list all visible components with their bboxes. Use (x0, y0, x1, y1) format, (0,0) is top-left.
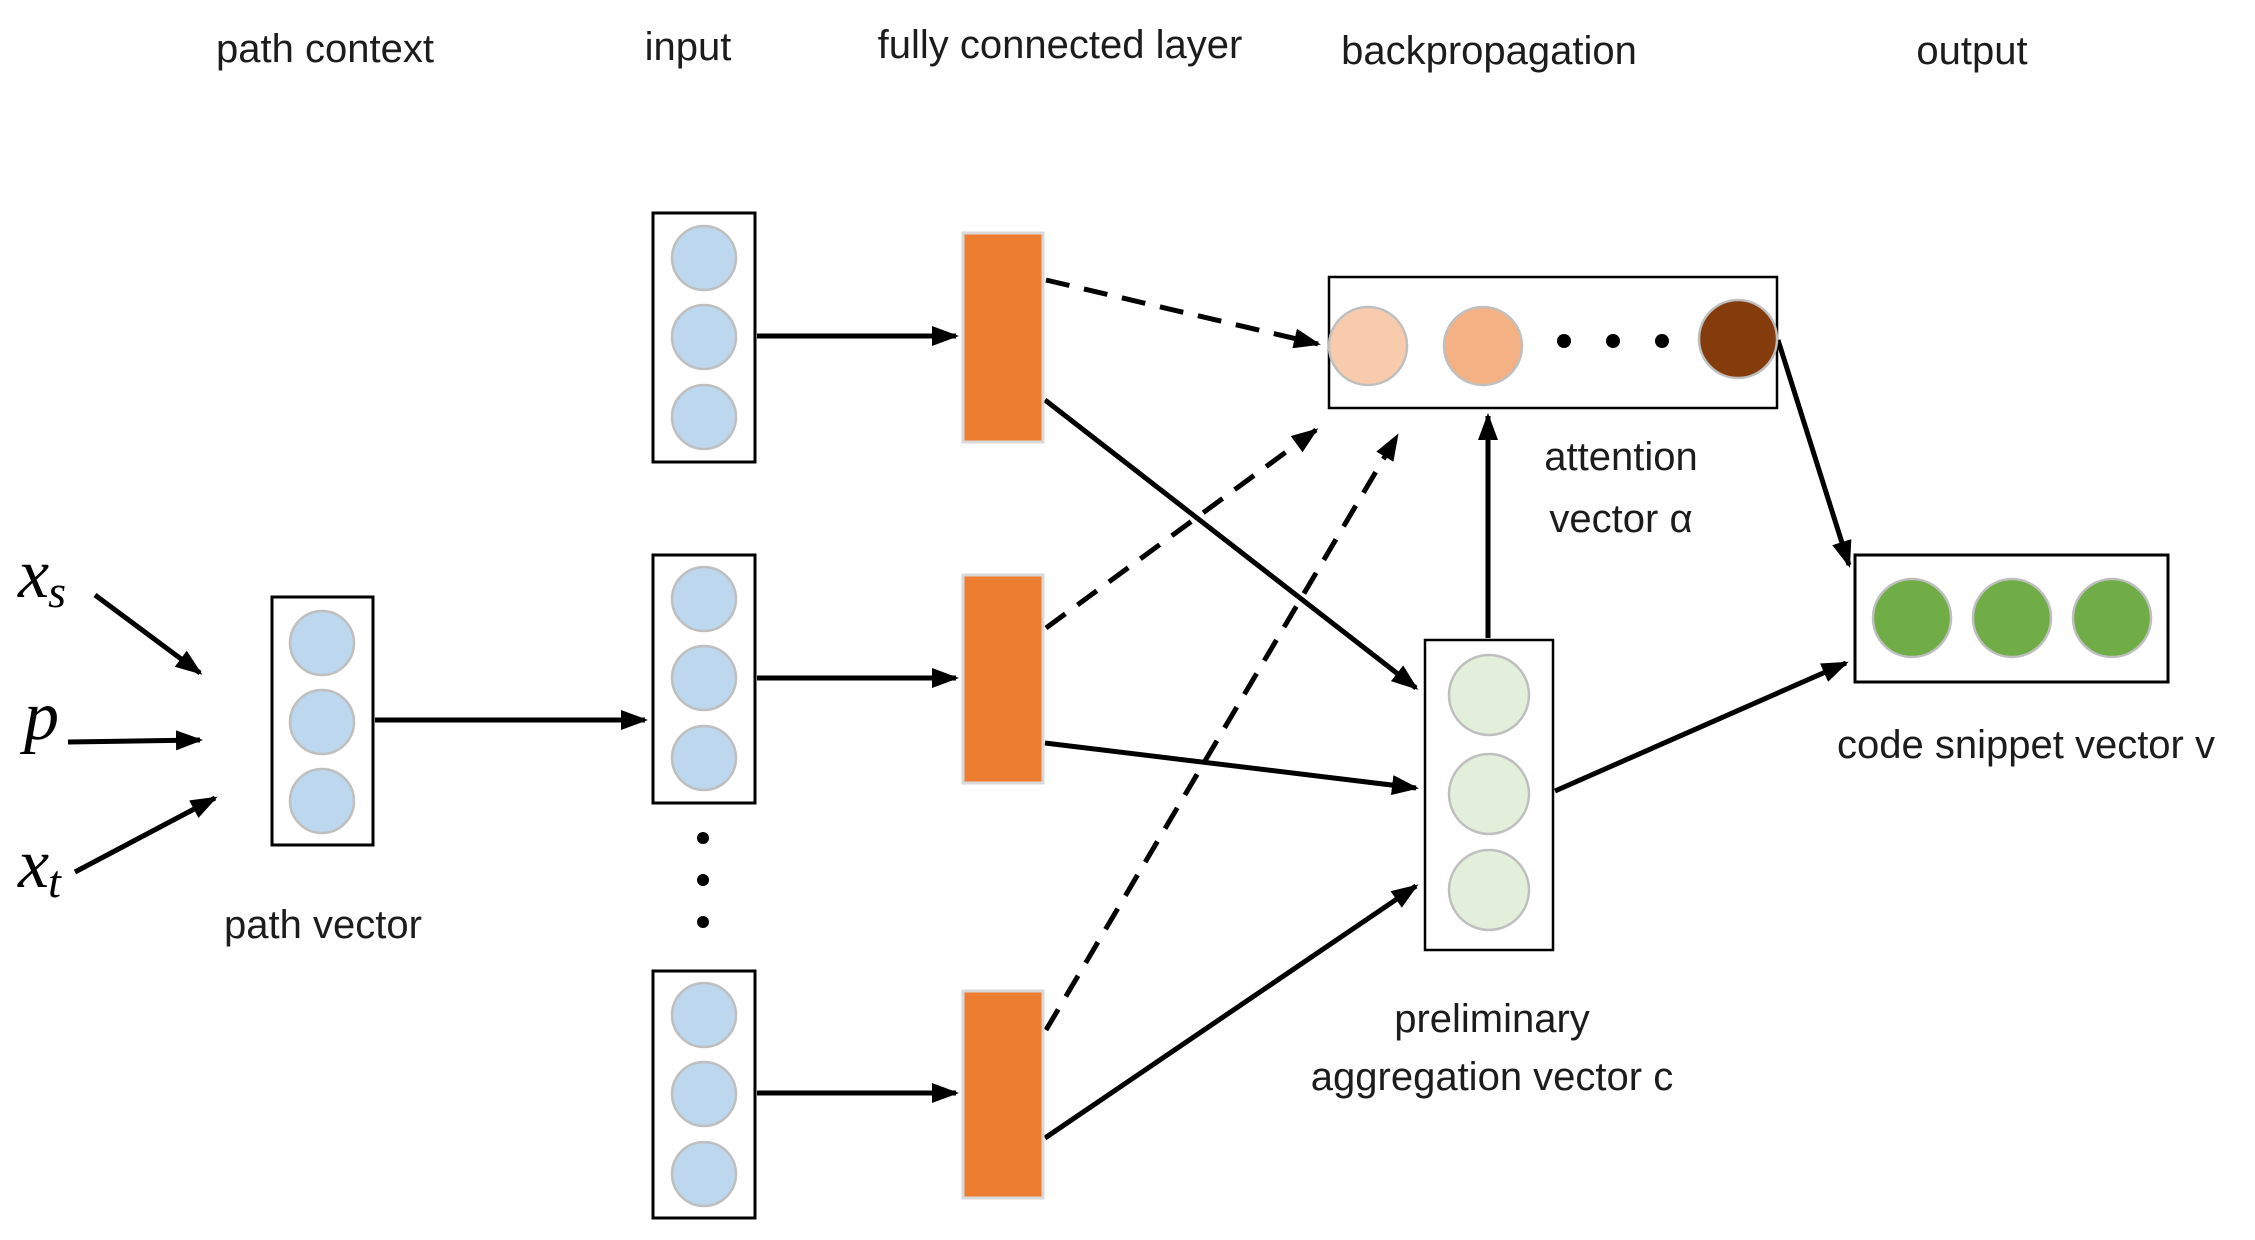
input-neuron (670, 1140, 738, 1208)
input-neuron (670, 224, 738, 292)
aggregation-neuron (1447, 653, 1531, 737)
attention-neuron-dark (1697, 298, 1779, 380)
aggregation-neuron (1447, 752, 1531, 836)
label-output: output (1916, 29, 2028, 73)
label-code-snippet-vector: code snippet vector v (1837, 723, 2215, 767)
path-neuron (288, 688, 356, 756)
attention-ellipsis-dot (1606, 334, 1620, 348)
dashed-arrow-fc2-to-attention (1044, 427, 1319, 631)
math-source-token-xs: xs (18, 540, 66, 615)
arrow-aggregation-to-codevector (1553, 660, 1849, 794)
math-sub: s (48, 566, 67, 618)
input-ellipsis-dot (697, 832, 709, 844)
arrow-attention-to-codevector (1775, 339, 1852, 568)
label-attention-vector: attention vector α (1544, 426, 1697, 550)
arrow-xt-to-pathvector (73, 795, 218, 875)
fc-layer-rect-1 (961, 231, 1045, 444)
fc-layer-rect-2 (961, 573, 1045, 785)
arrow-fc3-to-aggregation (1043, 883, 1419, 1141)
attention-neuron-mid (1442, 305, 1524, 387)
path-neuron (288, 609, 356, 677)
label-input: input (644, 25, 732, 69)
input-ellipsis-dot (697, 916, 709, 928)
label-attention-line2: vector α (1549, 497, 1693, 541)
path-neuron (288, 767, 356, 835)
dashed-arrow-fc1-to-attention (1045, 277, 1321, 349)
code-vector-neuron (1871, 577, 1953, 659)
arrow-fc2-to-aggregation (1044, 740, 1419, 796)
math-sub: t (48, 856, 61, 908)
arrow-p-to-pathvector (67, 730, 203, 751)
label-backpropagation: backpropagation (1341, 29, 1637, 73)
label-path-vector: path vector (224, 903, 422, 947)
math-base: p (24, 678, 59, 755)
label-fully-connected-layer: fully connected layer (877, 23, 1243, 67)
math-base: x (18, 826, 50, 903)
math-target-token-xt: xt (18, 830, 61, 905)
input-neuron (670, 303, 738, 371)
math-path-p: p (24, 682, 59, 752)
code-vector-neuron (1971, 577, 2053, 659)
label-aggregation-line1: preliminary (1394, 997, 1590, 1041)
math-base: x (18, 536, 50, 613)
attention-neuron-light (1327, 305, 1409, 387)
label-aggregation-line2: aggregation vector c (1310, 1055, 1674, 1099)
input-neuron (670, 1060, 738, 1128)
label-attention-line1: attention (1544, 435, 1698, 479)
label-preliminary-aggregation-vector: preliminary aggregation vector c (1311, 990, 1673, 1106)
dashed-arrow-fc3-to-attention (1043, 433, 1400, 1032)
aggregation-neuron (1447, 848, 1531, 932)
input-neuron (670, 644, 738, 712)
input-neuron (670, 383, 738, 451)
arrow-fc1-to-aggregation (1043, 398, 1419, 690)
code-vector-neuron (2071, 577, 2153, 659)
fc-layer-rect-3 (961, 989, 1045, 1200)
input-neuron (670, 565, 738, 633)
input-ellipsis-dot (697, 874, 709, 886)
attention-ellipsis-dot (1557, 334, 1571, 348)
input-neuron (670, 981, 738, 1049)
attention-ellipsis-dot (1655, 334, 1669, 348)
arrow-xs-to-pathvector (93, 592, 203, 676)
label-path-context: path context (216, 27, 434, 71)
input-neuron (670, 724, 738, 792)
